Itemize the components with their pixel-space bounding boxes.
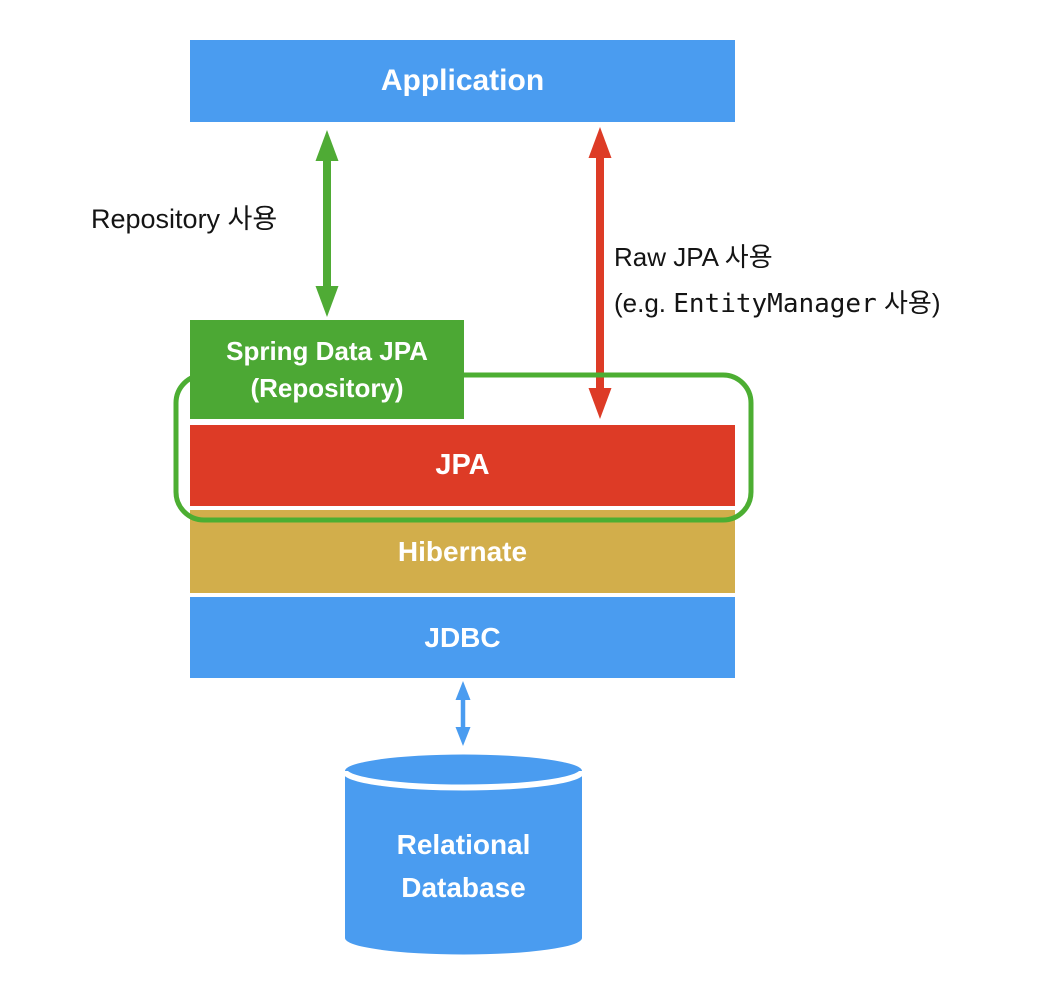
entitymanager-code: EntityManager	[673, 289, 877, 319]
hibernate-label: Hibernate	[397, 535, 528, 567]
repository-usage-label: Repository 사용	[91, 204, 278, 234]
raw-jpa-usage-line2: (e.g. EntityManager 사용)	[614, 288, 941, 319]
spring-data-jpa-label-line2: (Repository)	[250, 372, 404, 403]
jpa-label: JPA	[435, 449, 490, 481]
database-label-line2: Database	[401, 872, 526, 903]
spring-data-jpa-label-line1: Spring Data JPA	[226, 335, 428, 366]
spring-data-jpa-box: Spring Data JPA (Repository)	[190, 320, 464, 419]
hibernate-box: Hibernate	[190, 510, 735, 593]
application-box: Application	[190, 40, 735, 122]
jdbc-box: JDBC	[190, 597, 735, 678]
raw-jpa-usage-line1: Raw JPA 사용	[614, 242, 773, 272]
cylinder-lid-separator	[342, 770, 585, 791]
jdbc-label: JDBC	[424, 621, 501, 653]
repository-usage-arrow	[315, 130, 339, 317]
database-label: Relational Database	[345, 823, 582, 909]
database-label-line1: Relational	[396, 829, 531, 860]
raw-jpa-usage-arrow	[588, 127, 612, 419]
jpa-box: JPA	[190, 425, 735, 506]
application-label: Application	[380, 64, 545, 97]
raw-jpa-usage-label: Raw JPA 사용 (e.g. EntityManager 사용)	[614, 234, 940, 327]
jdbc-database-arrow	[455, 681, 471, 746]
